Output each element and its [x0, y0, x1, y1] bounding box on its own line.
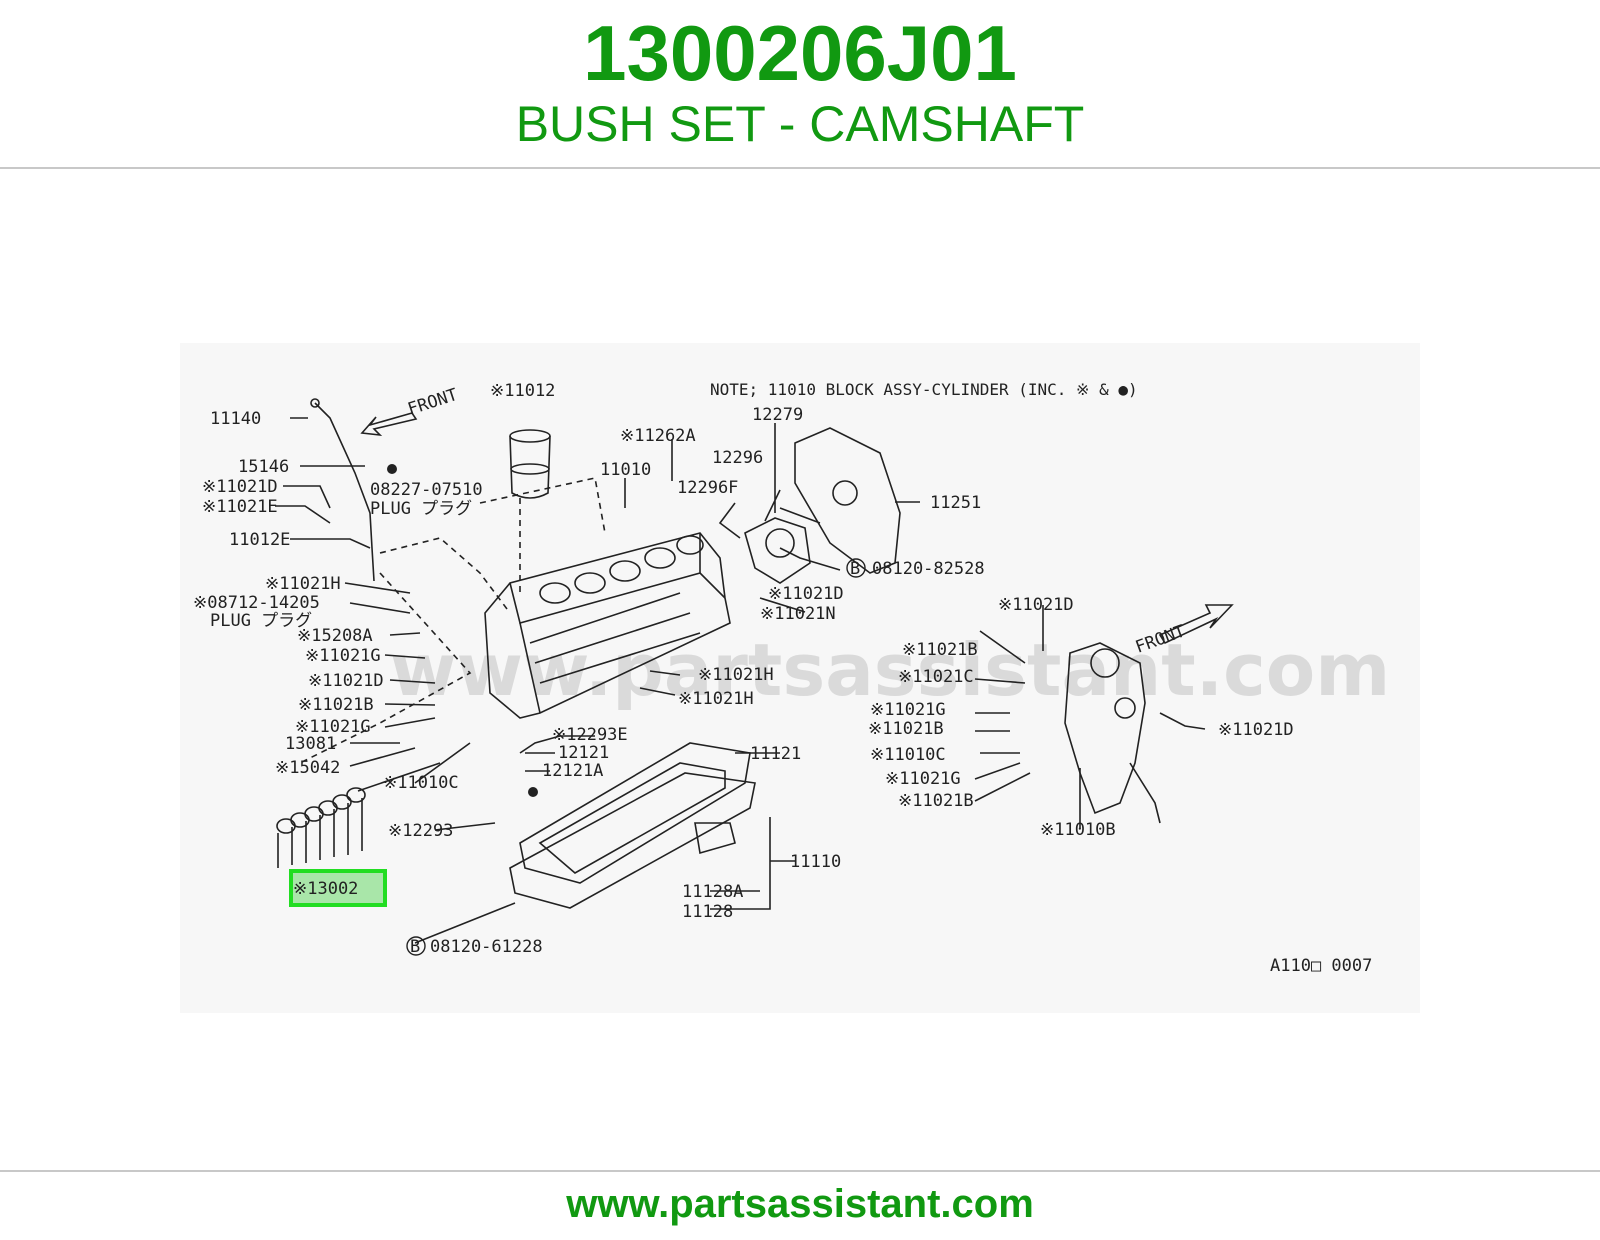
label-12293e: ※12293E [552, 725, 628, 745]
bolt-symbol-icon [846, 558, 866, 578]
label-11021h: ※11021H [265, 574, 341, 594]
label-r-11021b-3: ※11021B [898, 791, 974, 811]
label-11140: 11140 [210, 409, 261, 429]
label-13081: 13081 [285, 734, 336, 754]
parts-diagram: www.partsassistant.com [180, 343, 1420, 1013]
label-12279: 12279 [752, 405, 803, 425]
label-11012: ※11012 [490, 381, 555, 401]
label-12121: 12121 [558, 743, 609, 763]
label-r-11021b: ※11021B [902, 640, 978, 660]
part-name: BUSH SET - CAMSHAFT [515, 96, 1085, 152]
diagram-note: NOTE; 11010 BLOCK ASSY-CYLINDER (INC. ※ … [710, 380, 1138, 399]
header-divider [0, 167, 1600, 169]
label-11010c: ※11010C [383, 773, 459, 793]
label-08227-07510: 08227-07510 [370, 480, 483, 500]
label-08120-61228: 08120-61228 [430, 937, 543, 957]
label-11021n: ※11021N [760, 604, 836, 624]
label-plug: PLUG プラグ [370, 499, 472, 519]
label-15042: ※15042 [275, 758, 340, 778]
footer-url[interactable]: www.partsassistant.com [566, 1182, 1034, 1226]
label-r-11021g: ※11021G [870, 700, 946, 720]
label-11110: 11110 [790, 852, 841, 872]
figure-code: A110□ 0007 [1270, 956, 1372, 976]
bolt-symbol-icon-2 [406, 936, 426, 956]
highlight-box[interactable] [289, 869, 387, 907]
label-12121a: 12121A [542, 761, 603, 781]
label-11021e: ※11021E [202, 497, 278, 517]
label-r-11021d-2: ※11021D [1218, 720, 1294, 740]
label-11021g-2: ※11021G [295, 717, 371, 737]
label-11021d-3: ※11021D [768, 584, 844, 604]
label-11021d: ※11021D [202, 477, 278, 497]
label-11251: 11251 [930, 493, 981, 513]
label-11021h-3: ※11021H [678, 689, 754, 709]
label-11021b: ※11021B [298, 695, 374, 715]
label-11021d-2: ※11021D [308, 671, 384, 691]
label-11262a: ※11262A [620, 426, 696, 446]
label-15146: 15146 [238, 457, 289, 477]
label-11012e: 11012E [229, 530, 290, 550]
label-11021g: ※11021G [305, 646, 381, 666]
label-08120-82528: 08120-82528 [872, 559, 985, 579]
label-11128a: 11128A [682, 882, 743, 902]
diagram-drawing: www.partsassistant.com [193, 380, 1390, 976]
label-r-11021c: ※11021C [898, 667, 974, 687]
label-11128: 11128 [682, 902, 733, 922]
front-label: FRONT [405, 385, 460, 420]
label-r-11021d: ※11021D [998, 595, 1074, 615]
label-11021h-2: ※11021H [698, 665, 774, 685]
label-plug-2: PLUG プラグ [210, 611, 312, 631]
label-11010: 11010 [600, 460, 651, 480]
watermark: www.partsassistant.com [390, 628, 1390, 712]
front-arrow-icon [360, 412, 418, 437]
front-arrow-right-icon [1158, 604, 1234, 645]
part-number: 1300206J01 [583, 9, 1017, 97]
label-12296f: 12296F [677, 478, 738, 498]
bolt-symbol-letter: B [850, 559, 860, 579]
label-r-11010c: ※11010C [870, 745, 946, 765]
label-13002-highlighted[interactable]: ※13002 [293, 879, 358, 899]
bolt-symbol-letter-2: B [410, 937, 420, 957]
footer-divider [0, 1170, 1600, 1172]
label-r-11021g-2: ※11021G [885, 769, 961, 789]
label-11121: 11121 [750, 744, 801, 764]
label-r-11021b-2: ※11021B [868, 719, 944, 739]
label-r-11010b: ※11010B [1040, 820, 1116, 840]
label-12293: ※12293 [388, 821, 453, 841]
label-08712-14205: ※08712-14205 [193, 593, 320, 613]
label-15208a: ※15208A [297, 626, 373, 646]
header: 1300206J01 BUSH SET - CAMSHAFT [0, 0, 1600, 168]
label-12296: 12296 [712, 448, 763, 468]
